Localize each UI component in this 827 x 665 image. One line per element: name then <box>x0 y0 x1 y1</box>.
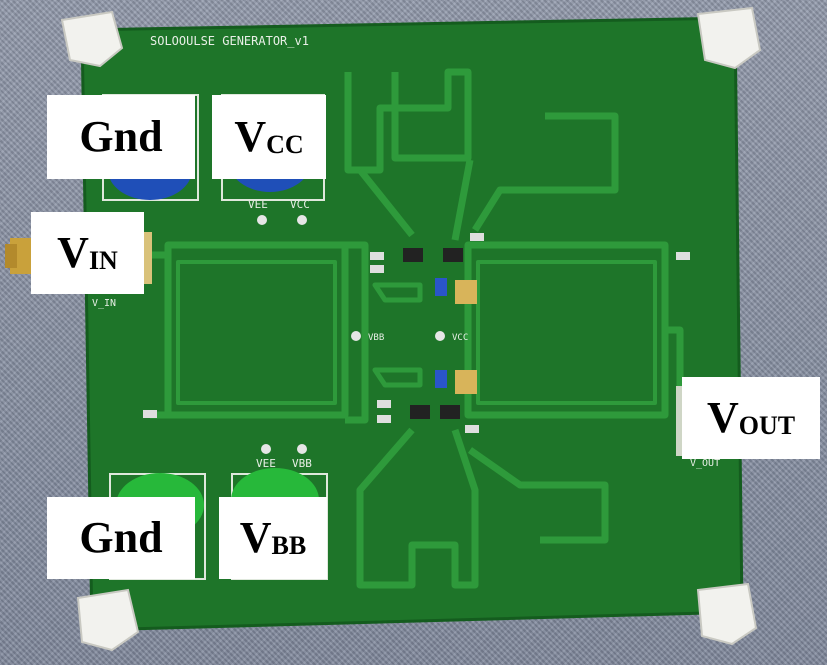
label-gnd-top: Gnd <box>47 95 195 179</box>
resistor-out <box>676 252 690 260</box>
label-gnd-bottom-text: Gnd <box>79 513 163 562</box>
trace-inner-c-top <box>372 282 423 303</box>
trace-inner-c-bottom <box>372 367 423 388</box>
label-vout-main: V <box>706 393 739 442</box>
trace-right-square <box>464 241 669 419</box>
trace-left-square <box>164 241 349 419</box>
silk-vin: V_IN <box>92 298 116 309</box>
label-vin-main: V <box>57 228 89 277</box>
smd-components <box>143 233 690 433</box>
test-points <box>257 215 445 454</box>
capacitor-blue-1 <box>435 278 447 296</box>
transistor-4 <box>440 405 460 419</box>
silk-vee-top: VEE <box>248 198 268 211</box>
label-vout-sub: OUT <box>738 411 796 440</box>
resistor-4 <box>377 400 391 408</box>
pcb-traces <box>148 68 684 589</box>
trace-left-inner <box>176 260 337 405</box>
silk-vcc-top: VCC <box>290 198 310 211</box>
transistor-2 <box>443 248 463 262</box>
trace-top-arms <box>357 159 474 241</box>
standoff-top-right <box>696 6 762 70</box>
silk-vbb-mid: VBB <box>368 333 384 343</box>
resistor-3 <box>470 233 484 241</box>
resistor-1 <box>370 252 384 260</box>
trace-bottom-loop <box>356 427 479 589</box>
trace-top-right <box>472 112 619 232</box>
silk-vee-bottom: VEE <box>256 457 276 470</box>
capacitor-blue-2 <box>435 370 447 388</box>
silkscreen-title: SOLOOULSE GENERATOR_v1 <box>150 34 309 48</box>
standoff-bottom-right <box>696 582 758 646</box>
trace-bottom-right <box>467 447 609 544</box>
label-vbb-sub: BB <box>271 531 307 560</box>
standoff-bottom-left <box>76 588 140 652</box>
silk-vout: V_OUT <box>690 458 720 469</box>
trace-left-feed <box>345 241 369 424</box>
trace-right-inner <box>476 260 657 405</box>
label-vcc-main: V <box>234 112 267 161</box>
resistor-6 <box>465 425 479 433</box>
resistor-2 <box>370 265 384 273</box>
label-vbb-main: V <box>239 513 272 562</box>
standoff-top-left <box>60 10 124 68</box>
resistor-5 <box>377 415 391 423</box>
standoffs <box>60 6 762 652</box>
transistor-1 <box>403 248 423 262</box>
capacitor-tan-1 <box>455 280 477 304</box>
resistor-in <box>143 410 157 418</box>
silk-vcc-mid: VCC <box>452 333 468 343</box>
transistor-3 <box>410 405 430 419</box>
capacitor-tan-2 <box>455 370 477 394</box>
label-vin-sub: IN <box>88 246 118 275</box>
silk-vbb-bottom: VBB <box>292 457 312 470</box>
label-gnd-top-text: Gnd <box>79 112 163 161</box>
label-gnd-bottom: Gnd <box>47 497 195 579</box>
label-vcc-sub: CC <box>266 130 304 159</box>
